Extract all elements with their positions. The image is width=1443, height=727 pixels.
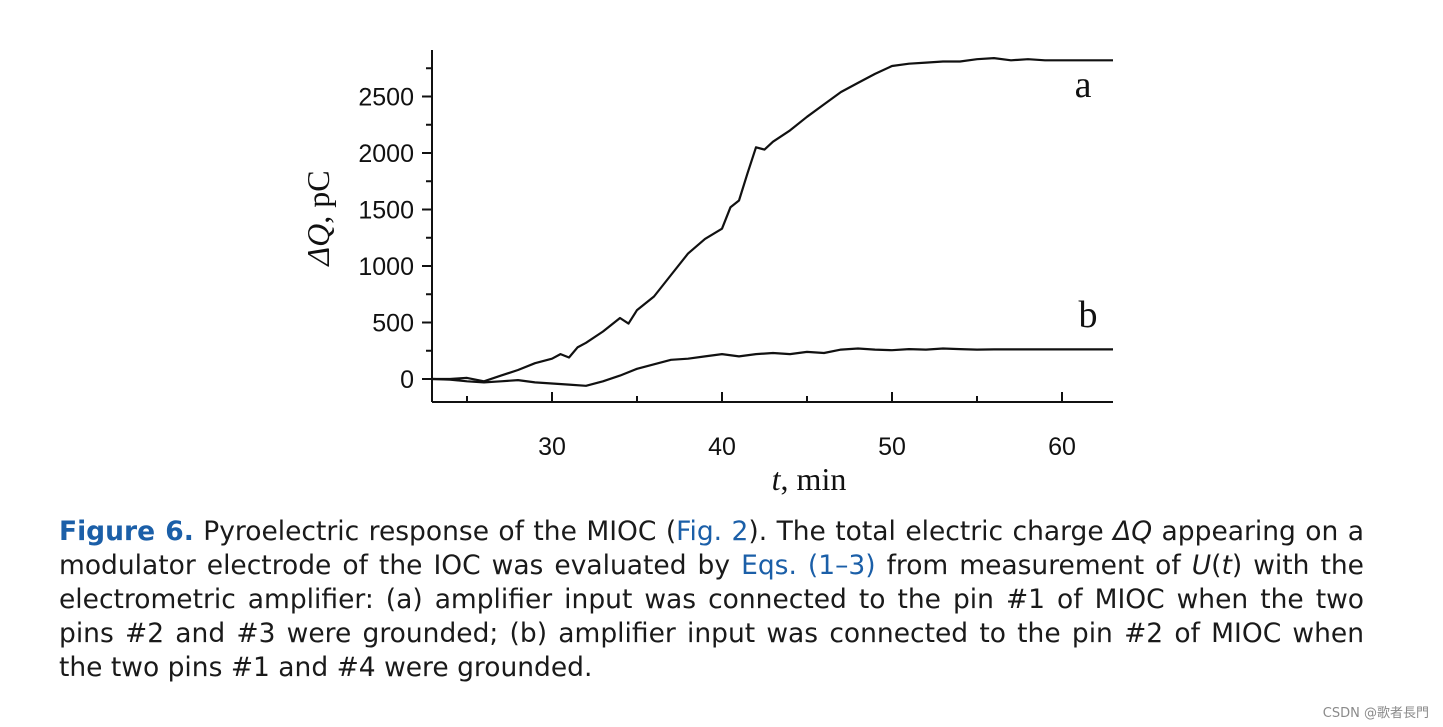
x-tick-label: 30: [538, 433, 566, 461]
caption-text-3: appearing on a modulator electrode of th…: [59, 516, 1364, 581]
figure-label: Figure 6.: [59, 516, 194, 547]
series-a-line: [433, 56, 1113, 383]
x-axis-title: t, min: [772, 461, 847, 497]
caption-u-symbol: U: [1191, 550, 1212, 581]
series-a-label: a: [1075, 64, 1092, 106]
y-tick-label: 1500: [358, 197, 414, 225]
caption-text-5: (: [1211, 550, 1222, 581]
caption-delta-q: ΔQ: [1113, 516, 1153, 547]
equations-link[interactable]: Eqs. (1–3): [741, 550, 876, 581]
caption-text-4: from measurement of: [875, 550, 1192, 581]
chart-axes: [431, 50, 1113, 403]
y-tick-label: 500: [372, 310, 414, 338]
chart-labels: 0 500 1000 1500 2000 2500 30 40 50 60 t, min ΔQ, pC…: [300, 64, 1098, 497]
chart-series: [432, 56, 1113, 387]
x-tick-label: 40: [708, 433, 736, 461]
chart-ticks: [422, 67, 1063, 402]
caption-text-2: ). The total electric charge: [748, 516, 1114, 547]
pyroelectric-response-chart: 0 500 1000 1500 2000 2500 30 40 50 60 t, min ΔQ, pC…: [300, 50, 1113, 497]
y-tick-label: 0: [400, 366, 414, 394]
y-tick-label: 1000: [358, 253, 414, 281]
watermark: CSDN @歌者長門: [1322, 706, 1429, 721]
series-b-line: [432, 347, 1113, 387]
caption-t-symbol: t: [1221, 550, 1232, 581]
caption-text-6: ) with the electrometric amplifier: (a) …: [59, 550, 1364, 683]
x-tick-label: 60: [1048, 433, 1076, 461]
caption-text-1: Pyroelectric response of the MIOC (: [193, 516, 677, 547]
y-tick-label: 2000: [358, 140, 414, 168]
x-tick-label: 50: [878, 433, 906, 461]
figure-2-link[interactable]: Fig. 2: [676, 516, 749, 547]
y-axis-title: ΔQ, pC: [300, 170, 336, 267]
series-b-label: b: [1079, 294, 1098, 336]
figure-caption: Figure 6. Pyroelectric response of the M…: [59, 515, 1364, 685]
y-tick-label: 2500: [358, 84, 414, 112]
